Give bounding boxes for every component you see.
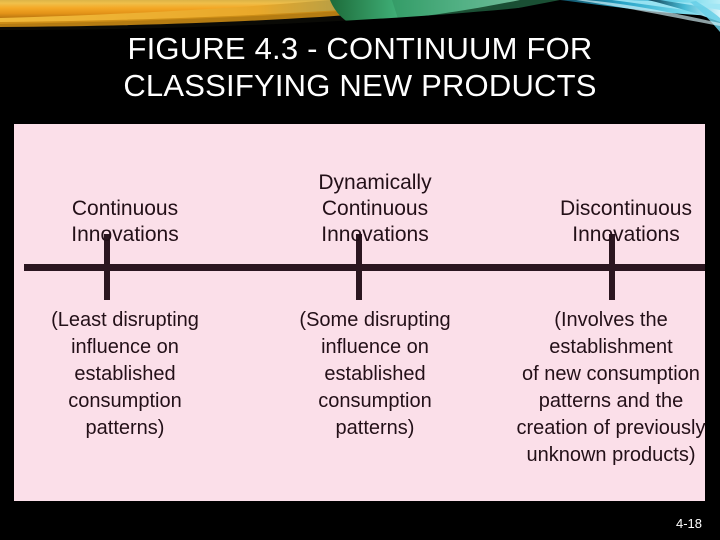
axis-tick-continuous [104, 234, 110, 300]
continuum-description-continuous: (Least disrupting influence on establish… [51, 309, 199, 439]
continuum-label-discontinuous: Discontinuous Innovations [560, 197, 692, 246]
continuum-description-discontinuous: (Involves the establishment of new consu… [516, 309, 706, 466]
axis-tick-discontinuous [609, 234, 615, 300]
swoosh-icon [0, 0, 720, 46]
axis-tick-dynamically-continuous [356, 234, 362, 300]
continuum-axis-line [24, 264, 705, 271]
continuum-diagram-panel: Continuous Innovations Dynamically Conti… [14, 124, 705, 501]
slide-number: 4-18 [675, 516, 702, 531]
header-swoosh-decoration [0, 0, 720, 46]
continuum-description-dynamically-continuous: (Some disrupting influence on establishe… [299, 309, 451, 439]
page-title: FIGURE 4.3 - CONTINUUM FOR CLASSIFYING N… [123, 31, 597, 103]
continuum-label-continuous: Continuous Innovations [71, 197, 179, 246]
continuum-label-dynamically-continuous: Dynamically Continuous Innovations [318, 171, 432, 246]
